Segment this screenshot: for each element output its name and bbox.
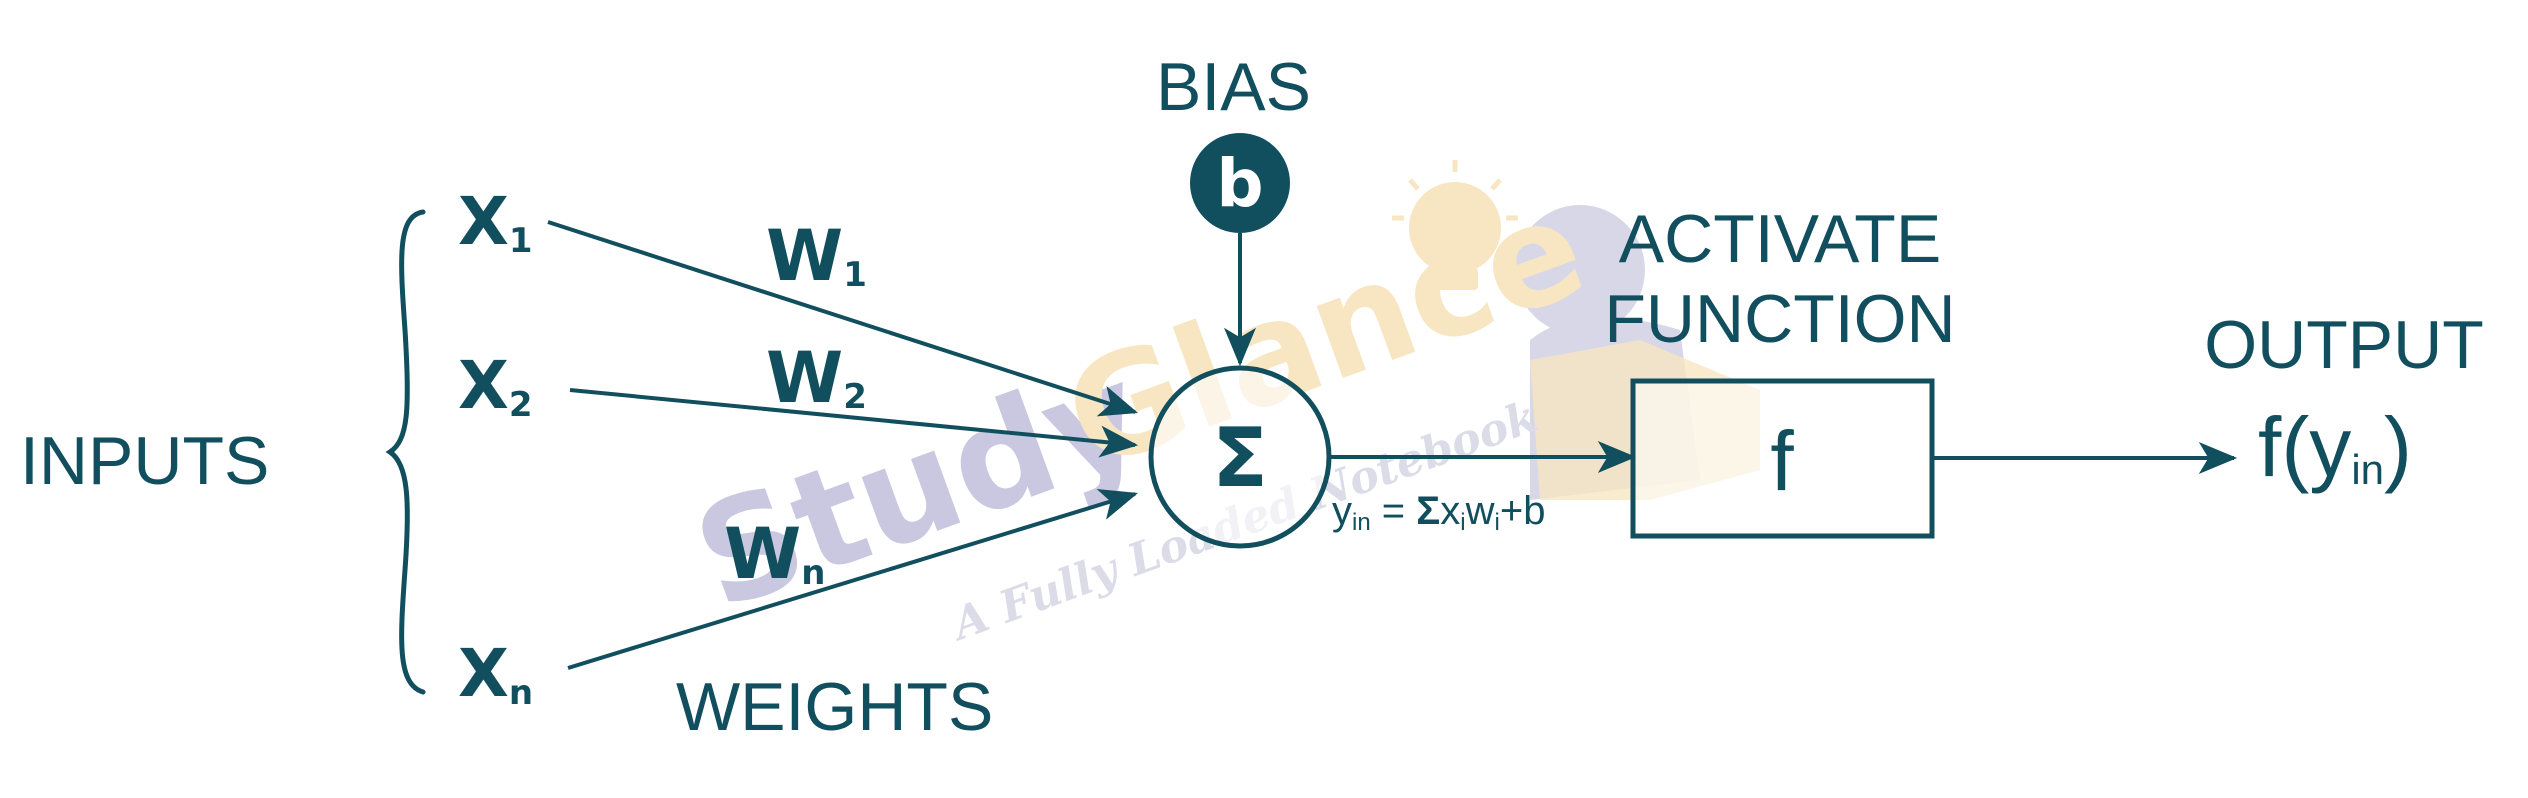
activation-symbol: f [1770, 414, 1794, 508]
activation-label-line1: ACTIVATE [1619, 201, 1941, 277]
bias-node [1190, 133, 1290, 233]
input-x1: X1 [458, 183, 533, 261]
input-xn: Xn [458, 635, 533, 713]
weights-label: WEIGHTS [676, 669, 993, 745]
lightbulb-icon [1392, 160, 1518, 290]
arrow-xn-to-sum [567, 489, 1139, 670]
arrow-x2-to-sum [569, 388, 1139, 458]
inputs-brace [385, 209, 426, 695]
arrow-x1-to-sum [547, 220, 1139, 417]
bias-symbol: b [1216, 145, 1263, 222]
output-label: OUTPUT [2204, 307, 2484, 383]
output-value: f(yin) [2258, 400, 2412, 494]
inputs-label: INPUTS [20, 423, 269, 499]
bias-label: BIAS [1156, 49, 1311, 125]
weight-wn: Wn [724, 513, 825, 595]
input-x2: X2 [458, 347, 533, 425]
weight-w2: W2 [766, 337, 867, 419]
weight-w1: W1 [766, 215, 867, 297]
activation-label-line2: FUNCTION [1604, 281, 1955, 357]
summation-symbol: Σ [1212, 411, 1268, 506]
summation-node [1148, 365, 1332, 549]
activation-box [1630, 378, 1935, 539]
summation-formula: yin = Σxiwi+b [1332, 489, 1545, 536]
